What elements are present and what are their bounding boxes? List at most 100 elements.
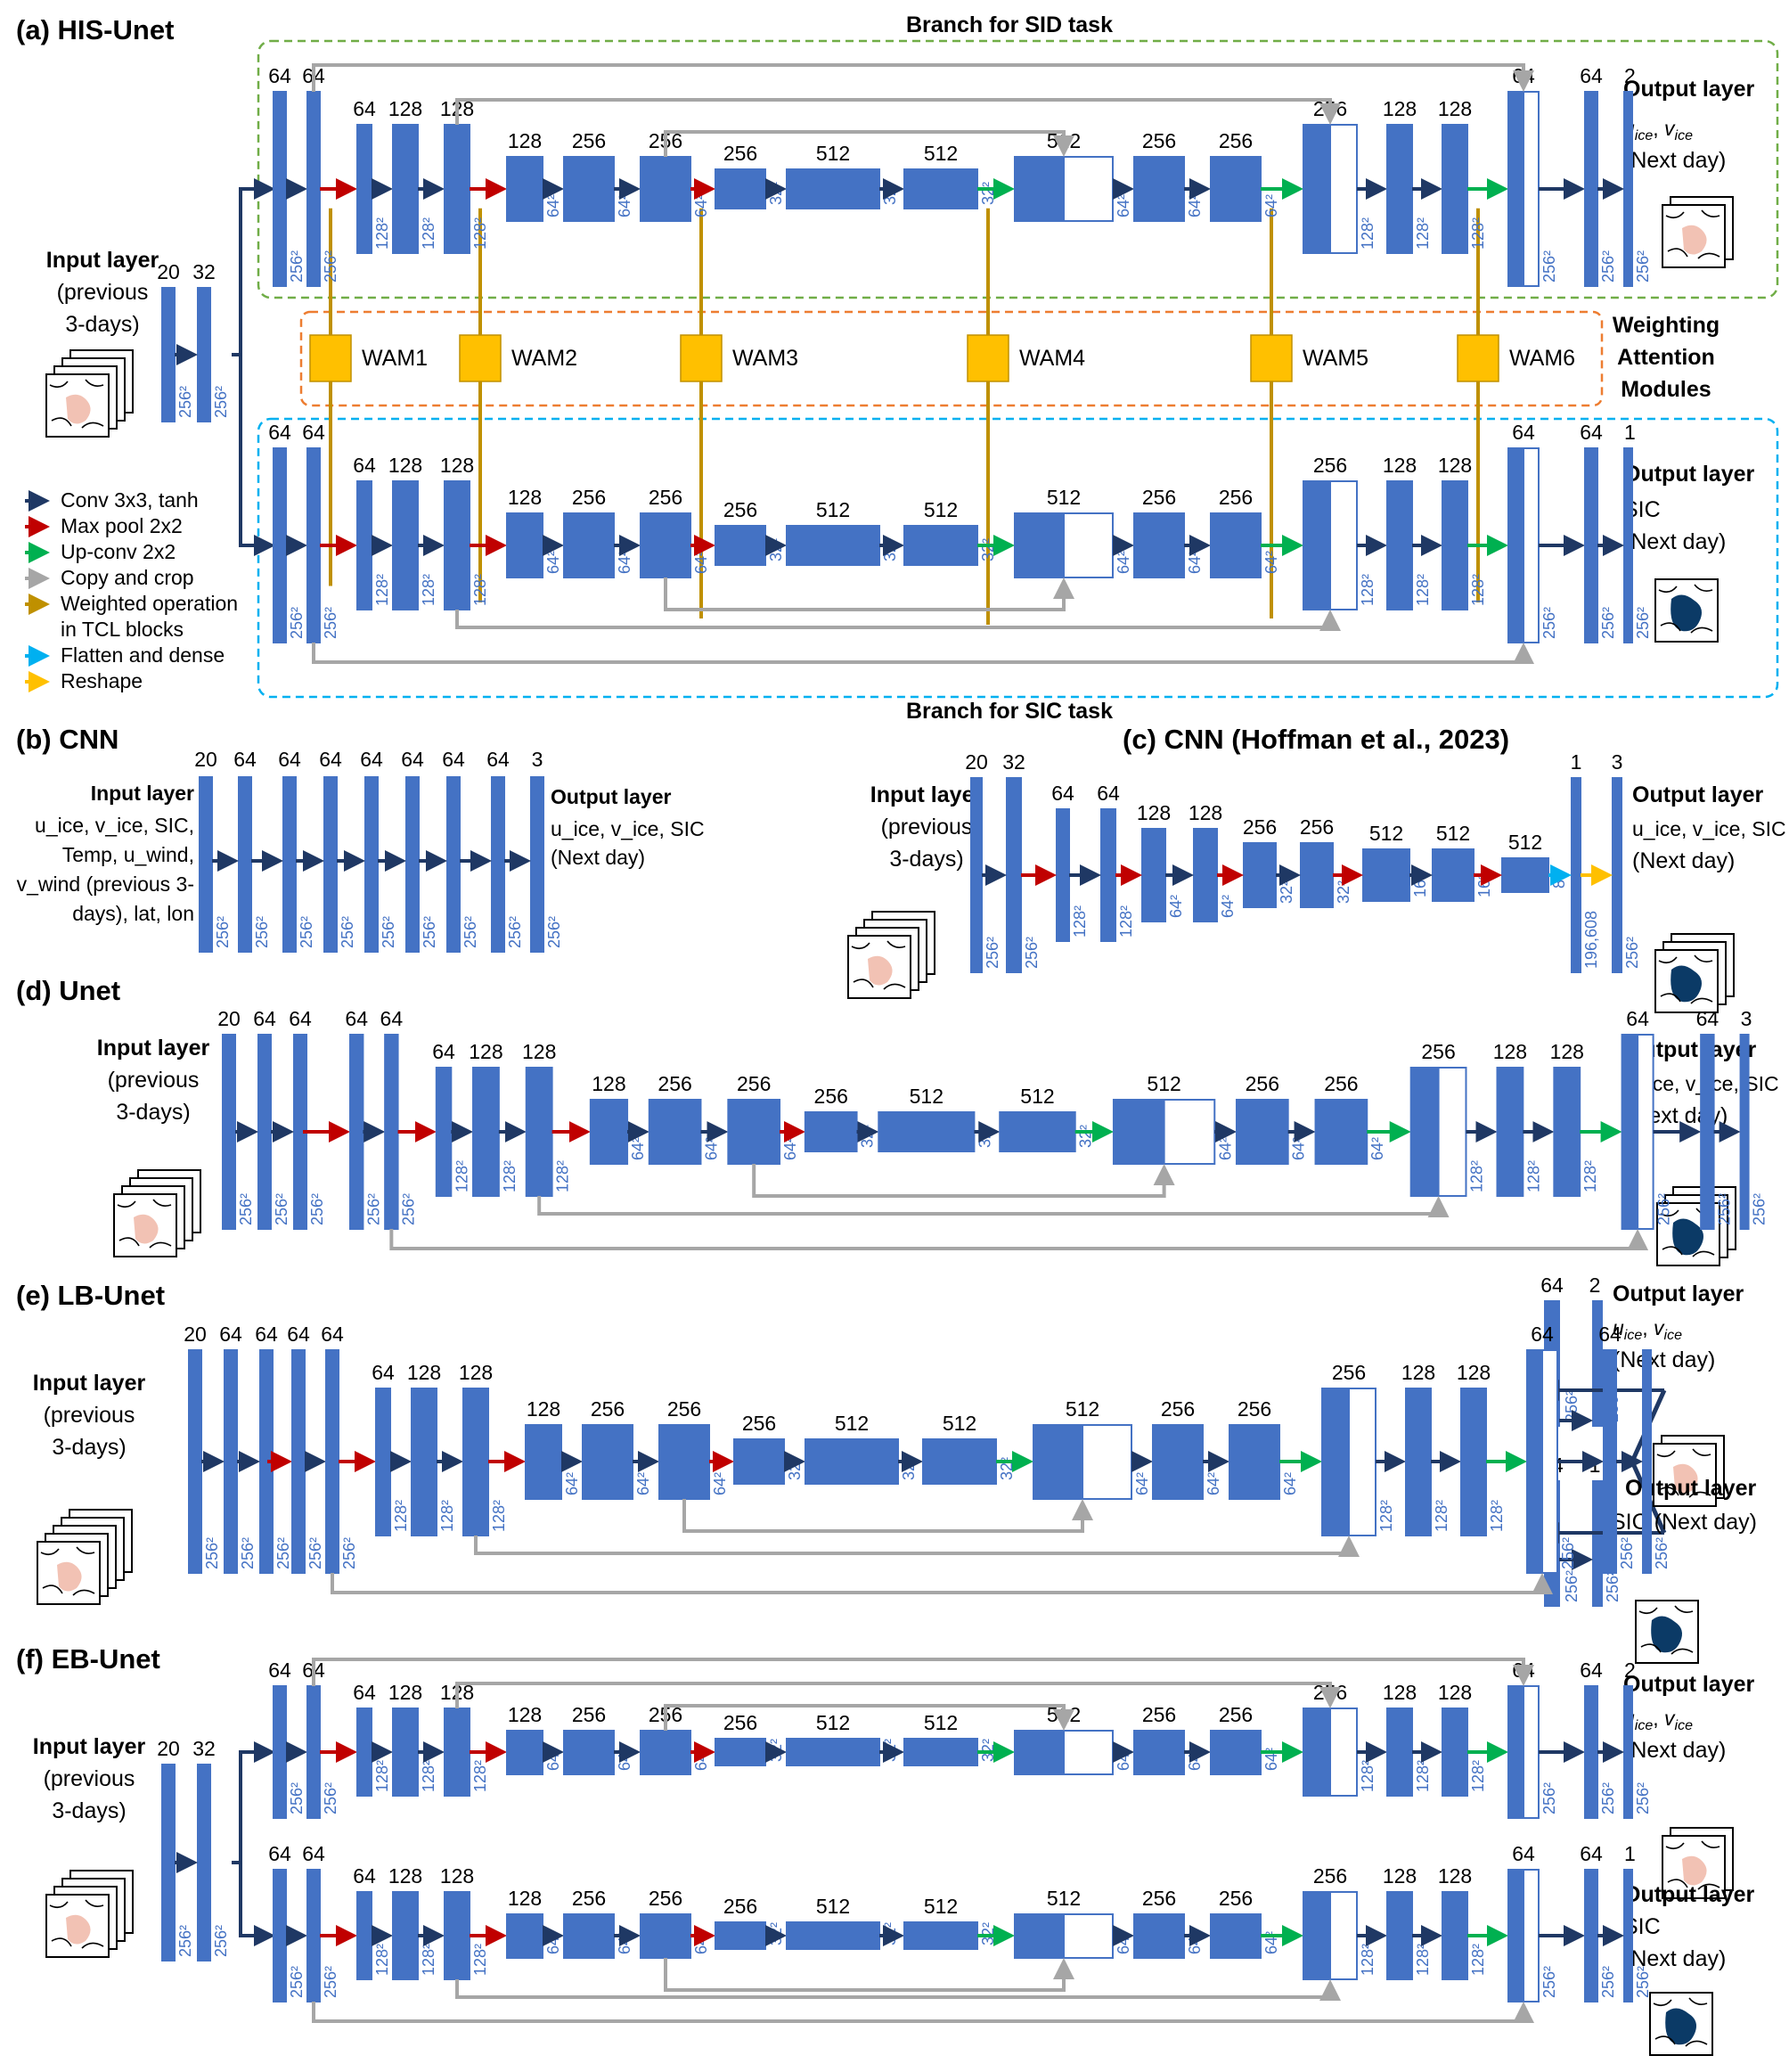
size-label: 256² xyxy=(239,1537,257,1569)
size-label: 256² xyxy=(1559,1537,1577,1569)
feature-map-block xyxy=(582,1424,633,1500)
feature-map-block xyxy=(1584,1685,1598,1819)
size-label: 256² xyxy=(1655,1193,1673,1225)
size-label: 256² xyxy=(984,937,1001,969)
label: in TCL blocks xyxy=(61,618,184,641)
label: 128 xyxy=(1137,801,1171,824)
size-label: 128² xyxy=(471,574,489,606)
label: 512 xyxy=(924,1711,958,1734)
label: 64 xyxy=(1580,64,1603,87)
size-label: 128² xyxy=(471,1944,489,1976)
label: Modules xyxy=(1621,377,1711,402)
label: 512 xyxy=(924,1895,958,1918)
size-label: 256² xyxy=(506,916,524,948)
wam-box xyxy=(299,310,1604,407)
size-label: 64² xyxy=(1186,551,1204,574)
branch-split-arrow xyxy=(232,1741,275,1864)
size-label: 64² xyxy=(1115,551,1132,574)
size-label: 128² xyxy=(373,1760,391,1792)
size-label: 256² xyxy=(1604,1570,1622,1602)
size-label: 256² xyxy=(1623,937,1641,969)
label: 64 xyxy=(353,97,376,120)
size-label: 32² xyxy=(881,1922,899,1945)
concat-block xyxy=(1063,512,1114,578)
feature-map-block xyxy=(1584,447,1598,643)
hoffman-block xyxy=(1056,808,1070,942)
wam-block xyxy=(459,334,502,382)
input-map-icon xyxy=(45,349,134,438)
size-label: 256² xyxy=(322,607,339,639)
label: 256 xyxy=(1161,1397,1195,1421)
label: 512 xyxy=(924,142,958,165)
output-map-icon xyxy=(1653,1435,1725,1507)
concat-block xyxy=(1348,1388,1376,1536)
size-label: 128² xyxy=(1071,905,1089,938)
panel-c: (c) CNN (Hoffman et al., 2023)Input laye… xyxy=(847,724,1786,1013)
coastline xyxy=(117,1199,172,1249)
size-label: 256² xyxy=(1563,1390,1581,1422)
size-label: 256² xyxy=(421,916,438,948)
label: 64 xyxy=(486,748,510,771)
concat-block xyxy=(1329,1891,1358,1980)
feature-map-block xyxy=(1303,480,1331,610)
output-block xyxy=(1739,1034,1750,1230)
feature-map-block xyxy=(727,1099,781,1165)
label: 64 xyxy=(353,1681,376,1704)
coastline xyxy=(49,379,104,429)
feature-map-block xyxy=(786,525,880,566)
label: 64 xyxy=(289,1007,312,1030)
size-label: 128² xyxy=(1414,217,1432,250)
size-label: 256² xyxy=(308,1193,326,1225)
output-map-icon xyxy=(1649,1992,1713,2056)
feature-map-block xyxy=(356,1891,372,1980)
size-label: 128² xyxy=(1467,1160,1485,1192)
label: Output layer xyxy=(1623,462,1755,487)
label: 256 xyxy=(649,1887,682,1910)
size-label: 16² xyxy=(1411,874,1429,897)
size-label: 64² xyxy=(616,551,633,574)
label: 3 xyxy=(1741,1007,1752,1030)
cnn-block xyxy=(530,776,544,953)
feature-map-block xyxy=(392,1891,419,1980)
size-label: 32² xyxy=(979,182,997,205)
his-unet-sid: 64256²64256²64128²128128²128128²12864²25… xyxy=(268,63,1652,287)
label: 64 xyxy=(401,748,424,771)
concat-block xyxy=(1063,1730,1114,1775)
feature-map-block xyxy=(1409,1067,1440,1197)
label: Input layer xyxy=(97,1036,210,1061)
unet-d: 64256²64256²64128²128128²128128²12864²25… xyxy=(345,1007,1769,1250)
feature-map-block xyxy=(1507,1685,1524,1819)
head-output-block xyxy=(1592,1480,1603,1607)
copy-crop-arrow xyxy=(664,577,1074,611)
feature-map-block xyxy=(306,1685,321,1819)
hoffman-block xyxy=(1300,842,1334,908)
input-block xyxy=(161,287,176,422)
input-block xyxy=(161,1764,176,1961)
label: Output layer xyxy=(1623,1882,1755,1907)
label: 128 xyxy=(527,1397,560,1421)
feature-map-block xyxy=(640,156,691,222)
label: (c) CNN (Hoffman et al., 2023) xyxy=(1123,724,1509,755)
size-label: 64² xyxy=(634,1472,652,1495)
feature-map-block xyxy=(1014,1913,1065,1959)
size-label: 256² xyxy=(1653,1537,1671,1569)
size-label: 64² xyxy=(544,194,562,217)
label: 64 xyxy=(1051,782,1074,805)
size-label: 128² xyxy=(1433,1500,1450,1532)
label: Weighted operation xyxy=(61,592,238,615)
label: 128 xyxy=(1438,97,1472,120)
cnn-block xyxy=(405,776,420,953)
feature-map-block xyxy=(903,1738,978,1766)
copy-crop-arrow xyxy=(752,1164,1175,1198)
label: 64 xyxy=(353,1864,376,1888)
label: 256 xyxy=(658,1072,691,1095)
feature-map-block xyxy=(1133,1913,1185,1959)
label: Output layer xyxy=(1623,77,1755,102)
label: 64 xyxy=(1512,1842,1535,1865)
feature-map-block xyxy=(1210,156,1262,222)
feature-map-block xyxy=(804,1111,858,1152)
label: 3 xyxy=(532,748,543,771)
label: 512 xyxy=(1147,1072,1180,1095)
feature-map-block xyxy=(648,1099,702,1165)
label: u_ice, v_ice, SIC xyxy=(1632,817,1786,840)
